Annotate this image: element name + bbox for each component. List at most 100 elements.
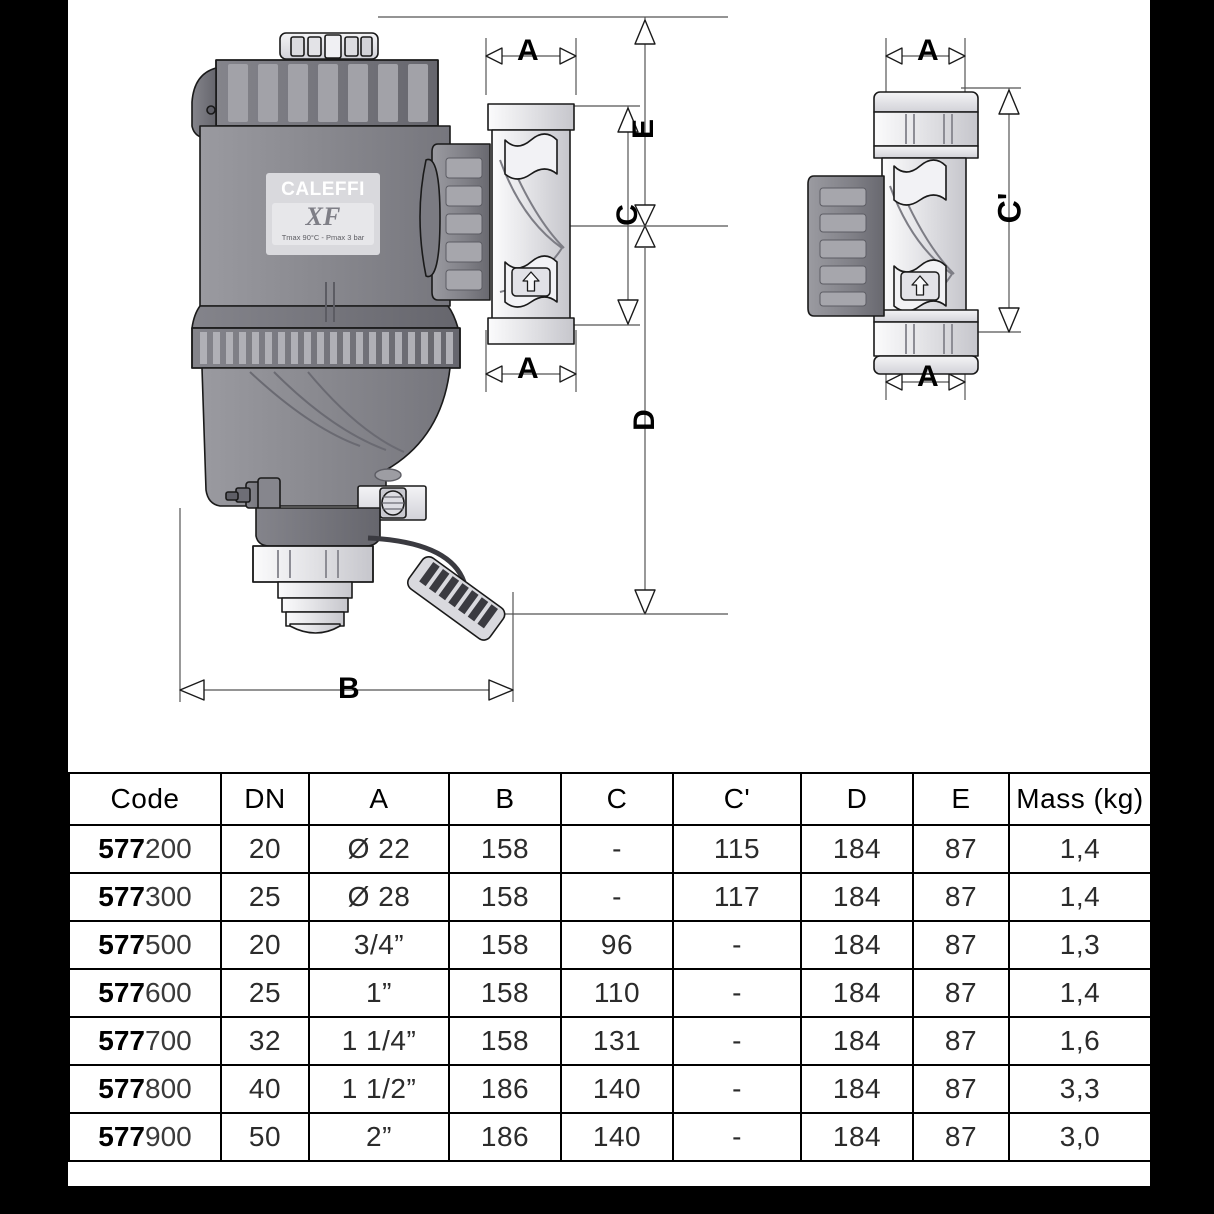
cell-b: 158 — [448, 1016, 562, 1066]
code-suffix: 500 — [145, 929, 192, 960]
compression-union-view — [807, 91, 979, 375]
code-prefix: 577 — [98, 881, 145, 912]
code-prefix: 577 — [98, 929, 145, 960]
flow-arrow-icon-right — [911, 275, 929, 296]
col-header-a: A — [308, 772, 450, 826]
cell-e: 87 — [912, 872, 1010, 922]
cell-dn: 32 — [220, 1016, 310, 1066]
dimension-label-e: E — [627, 118, 661, 140]
cell-d: 184 — [800, 824, 914, 874]
cell-c: 140 — [560, 1064, 674, 1114]
col-header-c-prime: C' — [672, 772, 802, 826]
dimension-label-d: D — [627, 409, 661, 431]
cell-mass: 1,3 — [1008, 920, 1152, 970]
dimension-label-a-top-left: A — [517, 34, 539, 67]
cell-b: 158 — [448, 920, 562, 970]
code-suffix: 600 — [145, 977, 192, 1008]
cell-dn: 50 — [220, 1112, 310, 1162]
cell-dn: 20 — [220, 824, 310, 874]
col-header-d: D — [800, 772, 914, 826]
cell-d: 184 — [800, 1016, 914, 1066]
cell-a: 2” — [308, 1112, 450, 1162]
cell-b: 158 — [448, 824, 562, 874]
drain-neck — [255, 507, 381, 547]
cell-a: Ø 28 — [308, 872, 450, 922]
cell-c-prime: - — [672, 1016, 802, 1066]
cell-mass: 1,4 — [1008, 968, 1152, 1018]
code-suffix: 700 — [145, 1025, 192, 1056]
dimension-label-a-bottom-left: A — [517, 352, 539, 385]
cell-c: - — [560, 872, 674, 922]
upper-cover-fins — [215, 59, 439, 127]
hose-barb — [277, 581, 353, 634]
cell-dn: 25 — [220, 872, 310, 922]
code-prefix: 577 — [98, 1121, 145, 1152]
code-prefix: 577 — [98, 1025, 145, 1056]
cell-c-prime: - — [672, 920, 802, 970]
cell-d: 184 — [800, 1112, 914, 1162]
cell-d: 184 — [800, 968, 914, 1018]
cell-a: Ø 22 — [308, 824, 450, 874]
drain-cap-tether — [367, 535, 506, 641]
cell-b: 158 — [448, 968, 562, 1018]
white-canvas: A A A A B C C' D E CALEFFI XF Tmax 90°C … — [68, 0, 1152, 1186]
cell-code: 577900 — [68, 1112, 222, 1162]
main-device-view — [191, 32, 575, 641]
cell-c-prime: - — [672, 1112, 802, 1162]
dimension-label-c: C — [610, 204, 644, 226]
cell-c-prime: - — [672, 1064, 802, 1114]
cell-mass: 1,4 — [1008, 824, 1152, 874]
cell-code: 577500 — [68, 920, 222, 970]
cell-mass: 1,6 — [1008, 1016, 1152, 1066]
col-header-code: Code — [68, 772, 222, 826]
table-header-row: Code DN A B C C' D E Mass (kg) — [68, 772, 1152, 826]
cell-c: 110 — [560, 968, 674, 1018]
cell-e: 87 — [912, 1112, 1010, 1162]
cell-dn: 25 — [220, 968, 310, 1018]
drain-nut — [252, 545, 374, 583]
code-prefix: 577 — [98, 1073, 145, 1104]
cell-c: 131 — [560, 1016, 674, 1066]
col-header-dn: DN — [220, 772, 310, 826]
technical-drawing: A A A A B C C' D E CALEFFI XF Tmax 90°C … — [68, 0, 1150, 766]
cell-e: 87 — [912, 968, 1010, 1018]
cell-b: 186 — [448, 1064, 562, 1114]
col-header-mass: Mass (kg) — [1008, 772, 1152, 826]
cell-c-prime: 115 — [672, 824, 802, 874]
cell-d: 184 — [800, 920, 914, 970]
cell-e: 87 — [912, 824, 1010, 874]
cell-mass: 3,3 — [1008, 1064, 1152, 1114]
cell-a: 1 1/4” — [308, 1016, 450, 1066]
product-brand-text: CALEFFI — [281, 179, 365, 200]
product-label: CALEFFI XF Tmax 90°C - Pmax 3 bar — [266, 173, 380, 255]
cell-c: 140 — [560, 1112, 674, 1162]
dimension-label-c-prime: C' — [991, 192, 1028, 224]
cell-dn: 40 — [220, 1064, 310, 1114]
product-spec-text: Tmax 90°C - Pmax 3 bar — [281, 233, 365, 243]
code-suffix: 900 — [145, 1121, 192, 1152]
dimension-label-a-bottom-right: A — [917, 360, 939, 393]
lower-housing — [201, 367, 451, 507]
cell-a: 3/4” — [308, 920, 450, 970]
cell-mass: 3,0 — [1008, 1112, 1152, 1162]
col-header-c: C — [560, 772, 674, 826]
lower-collar-fins — [191, 327, 461, 369]
flow-arrow-icon — [522, 271, 540, 292]
cell-code: 577200 — [68, 824, 222, 874]
cell-code: 577300 — [68, 872, 222, 922]
cell-code: 577700 — [68, 1016, 222, 1066]
cell-a: 1” — [308, 968, 450, 1018]
cell-dn: 20 — [220, 920, 310, 970]
cell-b: 186 — [448, 1112, 562, 1162]
cell-d: 184 — [800, 872, 914, 922]
threaded-union-body — [487, 103, 575, 345]
cell-code: 577800 — [68, 1064, 222, 1114]
dimension-label-a-top-right: A — [917, 34, 939, 67]
cell-mass: 1,4 — [1008, 872, 1152, 922]
